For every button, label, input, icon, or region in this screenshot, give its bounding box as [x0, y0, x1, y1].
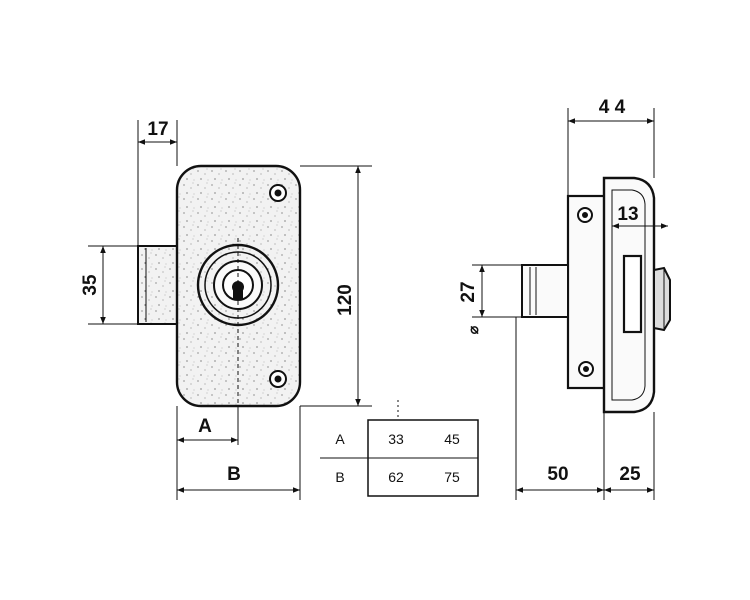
table-row-b-value-2: 75 [444, 469, 460, 485]
screw-hole-bottom [269, 370, 287, 388]
dim-front-17: 17 [147, 119, 168, 140]
side-flange [566, 194, 610, 390]
side-cylinder-knob [653, 266, 671, 332]
table-row-a-value-2: 45 [444, 431, 460, 447]
side-bolt-slot [622, 254, 643, 334]
front-view: 17 35 120 A B [80, 119, 372, 500]
side-screw-hole-bottom [578, 361, 594, 377]
dim-front-b: B [227, 464, 241, 485]
diameter-icon: ⌀ [465, 325, 481, 334]
screw-hole-top [269, 184, 287, 202]
table-row-a-value-1: 33 [388, 431, 404, 447]
dim-front-a: A [198, 416, 212, 437]
table-row-b-label: B [335, 469, 344, 485]
table-row-a-label: A [335, 431, 345, 447]
dim-side-13: 13 [617, 204, 638, 225]
side-bolt [521, 264, 569, 318]
side-screw-hole-top [577, 207, 593, 223]
dim-side-50: 50 [547, 464, 568, 485]
dim-side-25: 25 [619, 464, 641, 485]
dim-side-27: 27 [458, 281, 479, 302]
size-table: A 33 45 B 62 75 [320, 400, 479, 497]
side-view: 4 4 13 27 ⌀ 50 25 [458, 97, 671, 500]
dim-front-120: 120 [335, 284, 356, 316]
dim-front-35: 35 [80, 274, 101, 296]
front-bolt [137, 245, 181, 325]
dim-side-44: 4 4 [599, 97, 626, 118]
table-row-b-value-1: 62 [388, 469, 404, 485]
